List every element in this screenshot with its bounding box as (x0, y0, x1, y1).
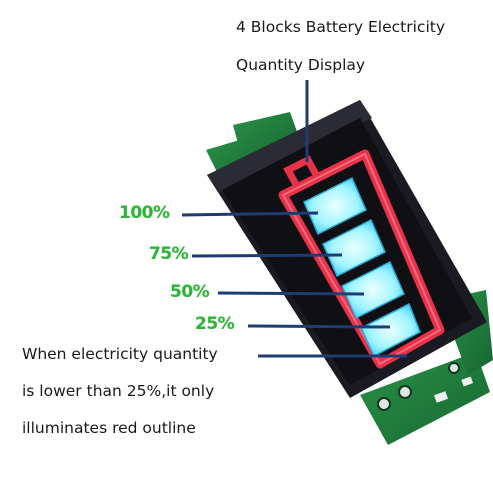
leader-100 (181, 211, 319, 217)
level-label-50: 50% (170, 282, 210, 302)
battery-blocks (303, 176, 421, 358)
block-75 (322, 218, 386, 278)
level-label-100: 100% (119, 203, 170, 223)
note-line-3: illuminates red outline (22, 419, 196, 437)
block-50 (341, 260, 405, 320)
level-label-25: 25% (195, 314, 235, 334)
battery-outline-red (278, 149, 445, 369)
leader-50 (217, 291, 365, 296)
level-label-75: 75% (149, 244, 189, 264)
block-25 (360, 302, 421, 358)
leader-75 (191, 253, 343, 258)
note-line-2: is lower than 25%,it only (22, 382, 215, 400)
leader-lines (181, 80, 407, 358)
title-line-2: Quantity Display (236, 56, 366, 74)
note-line-1: When electricity quantity (22, 345, 218, 363)
block-100 (303, 176, 367, 236)
leader-25 (247, 324, 391, 329)
title-line-1: 4 Blocks Battery Electricity (236, 18, 446, 36)
